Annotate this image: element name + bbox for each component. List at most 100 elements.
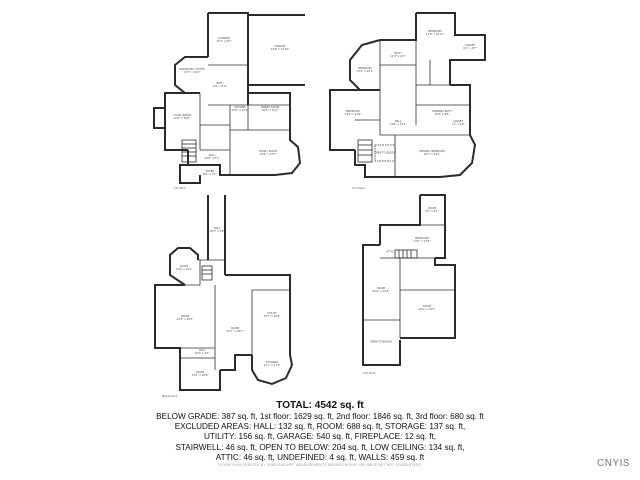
room-name: ROOM	[376, 287, 386, 290]
room-dims: 17'6" x 16'11"	[425, 33, 445, 36]
room-dims: 24'9" x 21'10"	[270, 48, 290, 51]
room-dims: 14'5" x 10'9"	[191, 374, 209, 377]
room-name: UTILITY	[267, 312, 277, 315]
room-name: MUDROOM / FOYER	[179, 68, 205, 71]
room-name: FAMILY ROOM	[259, 150, 277, 153]
room-name: BEDROOM	[358, 67, 372, 70]
room-dims: 6'1" x 4'7"	[463, 47, 477, 50]
room-dims: 8'5" x 7'1"	[203, 173, 217, 176]
room-dims: 20'5" x 14'9"	[372, 290, 390, 293]
room-dims: 16'3" x 14'1"	[261, 109, 279, 112]
room-name: LAUNDRY	[217, 37, 231, 40]
room-name: FOYER	[205, 170, 215, 173]
room-name: BEDROOM	[415, 237, 429, 240]
room-dims: 12'4" x 10'1"	[175, 268, 193, 271]
summary-line: UTILITY: 156 sq. ft, GARAGE: 540 sq. ft,…	[203, 432, 437, 442]
summary-line: STAIRWELL: 46 sq. ft, OPEN TO BELOW: 204…	[175, 442, 465, 452]
room-name: PRIMARY BATH	[432, 110, 452, 113]
room-dims: 14'8" x 3'10"	[389, 123, 407, 126]
room-name: ROOM	[195, 371, 205, 374]
room-name: OPEN TO BELOW	[370, 340, 392, 344]
room-dims: 10'3" x 4'1"	[194, 352, 210, 355]
room-name: OPEN TO BELOW	[374, 151, 396, 155]
room-dims: 14'5" x 12'6"	[344, 113, 362, 116]
room-dims: 12'3" x 9'6"	[434, 113, 450, 116]
brand-watermark: CNYIS	[597, 458, 631, 469]
room-name: BEDROOM	[346, 110, 360, 113]
area-summary: TOTAL: 4542 sq. ft BELOW GRADE: 387 sq. …	[0, 400, 640, 463]
room-name: LIVING ROOM	[173, 114, 191, 117]
basement-walls	[154, 195, 294, 391]
room-dims: 11'8" x 6'4"	[390, 55, 406, 58]
room-dims: 10'1" x 8'1"	[216, 40, 232, 43]
room-name: ROOM	[179, 265, 189, 268]
room-name: BEDROOM	[428, 30, 442, 33]
room-name: HALL	[198, 349, 206, 352]
floor-label: 3rd floor	[363, 371, 376, 375]
summary-line: EXCLUDED AREAS: HALL: 132 sq. ft, ROOM: …	[174, 422, 466, 432]
room-name: CLOSET	[452, 120, 464, 123]
room-name: CLOSET	[464, 44, 476, 47]
third-floor-walls	[362, 194, 456, 366]
room-dims: 13'1" x 12'5"	[413, 240, 431, 243]
room-name: HALL	[394, 120, 402, 123]
floor-label: 1st floor	[174, 186, 187, 190]
room-dims: 12'1" x 11'5"	[263, 364, 281, 367]
room-dims: 19'5" x 3'6"	[209, 230, 225, 233]
room-dims: 18'1" x 12'7"	[418, 308, 436, 311]
room-name: ROOM	[180, 315, 190, 318]
room-dims: 15'9" x 13'5"	[231, 109, 249, 112]
room-dims: 10'2" x 6'1"	[204, 157, 220, 160]
room-name: ROOM	[422, 305, 432, 308]
room-name: HALL	[208, 154, 216, 157]
room-dims: 15'7" x 10'9"	[263, 315, 281, 318]
room-label: OPEN TO BELOW	[370, 341, 392, 344]
room-name: STORAGE	[265, 361, 279, 364]
room-name: PRIMARY BEDROOM	[419, 150, 445, 153]
total-area: TOTAL: 4542 sq. ft	[276, 400, 364, 411]
disclaimer-text: FLOOR PLAN CREATED BY CUBICASA APP. MEAS…	[217, 463, 423, 467]
room-name: KITCHEN	[234, 106, 246, 109]
room-dims: 9'5" x 9'1"	[425, 210, 439, 213]
summary-line: BELOW GRADE: 387 sq. ft, 1st floor: 1629…	[156, 412, 484, 421]
room-name: DINING ROOM	[260, 106, 280, 109]
room-name: ATTIC	[386, 250, 394, 254]
room-name: BATH	[216, 82, 224, 85]
room-name: HALL	[213, 227, 221, 230]
room-dims: 22'9" x 18'5"	[173, 117, 191, 120]
room-name: ROOM	[427, 207, 437, 210]
floor-label: Basement	[162, 394, 178, 398]
room-dims: 22'9" x 18'5"	[176, 318, 194, 321]
room-name: ROOM	[230, 327, 240, 330]
second-floor-walls	[329, 12, 486, 178]
room-dims: 13'3" x 10'2"	[183, 71, 201, 74]
room-dims: 18'7" x 16'2"	[423, 153, 441, 156]
